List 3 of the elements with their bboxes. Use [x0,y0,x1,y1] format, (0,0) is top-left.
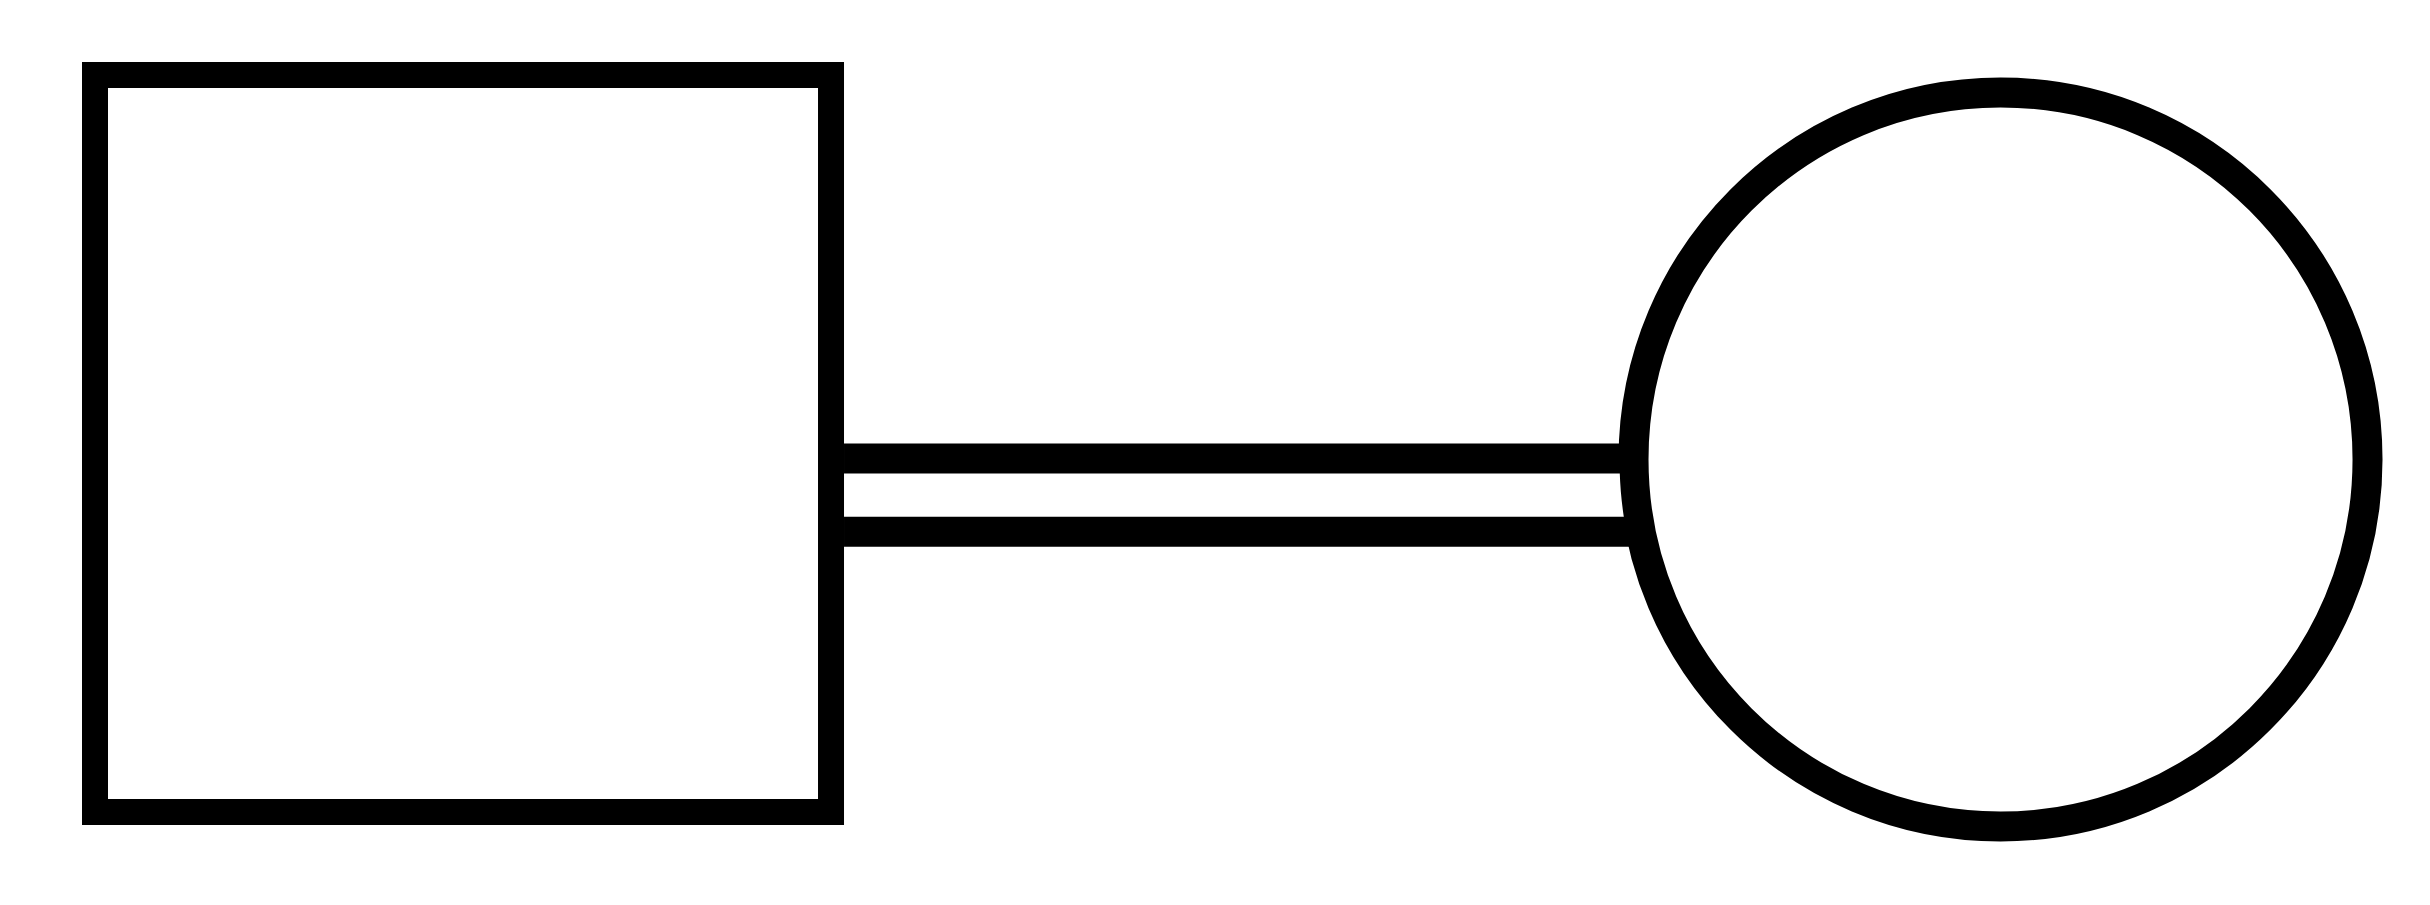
double-line [844,443,1630,547]
circle-shape [1618,77,2383,842]
square-box [82,62,844,825]
